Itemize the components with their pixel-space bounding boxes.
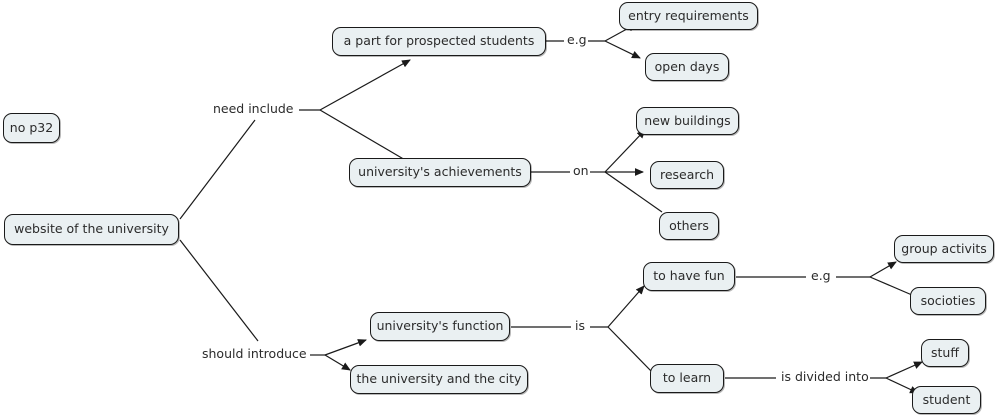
node-label: entry requirements (628, 7, 749, 23)
node-no-p32[interactable]: no p32 (3, 113, 60, 143)
edge-label-should-introduce: should introduce (201, 346, 308, 361)
edge-is-to-have-fun (607, 285, 645, 328)
node-research[interactable]: research (650, 161, 724, 189)
edge-label-is: is (574, 318, 586, 333)
edge-label-need-include: need include (212, 101, 295, 116)
edge-website-to-should-introduce (179, 239, 259, 342)
edge-should-introduce-to-uni-function (324, 339, 367, 356)
node-label: stuff (931, 344, 959, 360)
node-label: new buildings (644, 112, 731, 128)
edge-need-include-to-achievements (319, 109, 413, 165)
node-to-have-fun[interactable]: to have fun (643, 262, 735, 291)
node-open-days[interactable]: open days (645, 53, 729, 81)
edge-is-to-learn (607, 326, 653, 373)
node-label: university's achievements (358, 164, 522, 180)
edge-website-to-need-include (179, 119, 256, 220)
node-others[interactable]: others (659, 212, 719, 240)
edge-label-is-divided-into: is divided into (780, 369, 870, 384)
node-a-part-for-prospected-students[interactable]: a part for prospected students (332, 27, 546, 56)
node-universitys-achievements[interactable]: university's achievements (349, 158, 531, 187)
node-label: others (669, 217, 709, 233)
node-label: student (922, 391, 971, 407)
edge-divided-to-stuff (885, 361, 923, 379)
node-group-activits[interactable]: group activits (894, 235, 994, 263)
node-student[interactable]: student (912, 386, 981, 414)
node-new-buildings[interactable]: new buildings (636, 107, 739, 135)
node-label: no p32 (9, 119, 54, 135)
node-the-university-and-the-city[interactable]: the university and the city (350, 365, 528, 394)
node-label: to have fun (653, 268, 725, 284)
node-entry-requirements[interactable]: entry requirements (619, 2, 758, 30)
edge-eg-to-socioties (869, 276, 913, 296)
node-label: a part for prospected students (343, 33, 535, 49)
node-socioties[interactable]: socioties (910, 287, 986, 315)
node-label: the university and the city (356, 371, 522, 387)
node-label: to learn (662, 370, 712, 386)
node-label: socioties (920, 292, 976, 308)
node-label: website of the university (14, 221, 169, 237)
edge-should-introduce-to-uni-city (324, 354, 351, 371)
edge-label-eg-to-have-fun: e.g (810, 268, 832, 283)
edge-on-to-others (604, 171, 663, 213)
node-label: research (659, 166, 715, 182)
node-stuff[interactable]: stuff (921, 339, 969, 367)
node-website-of-the-university[interactable]: website of the university (4, 214, 179, 245)
edge-label-on: on (572, 163, 590, 178)
edge-on-to-new-buildings (604, 129, 646, 173)
edge-eg-to-open-days (604, 40, 641, 59)
edge-label-eg-prospected-students: e.g (566, 32, 588, 47)
node-label: open days (654, 58, 720, 74)
edge-need-include-to-part-students (319, 59, 411, 111)
edge-eg-to-group-activits (869, 261, 897, 278)
node-universitys-function[interactable]: university's function (370, 312, 510, 341)
node-label: university's function (376, 318, 504, 334)
node-to-learn[interactable]: to learn (650, 364, 724, 393)
node-label: group activits (901, 240, 987, 256)
